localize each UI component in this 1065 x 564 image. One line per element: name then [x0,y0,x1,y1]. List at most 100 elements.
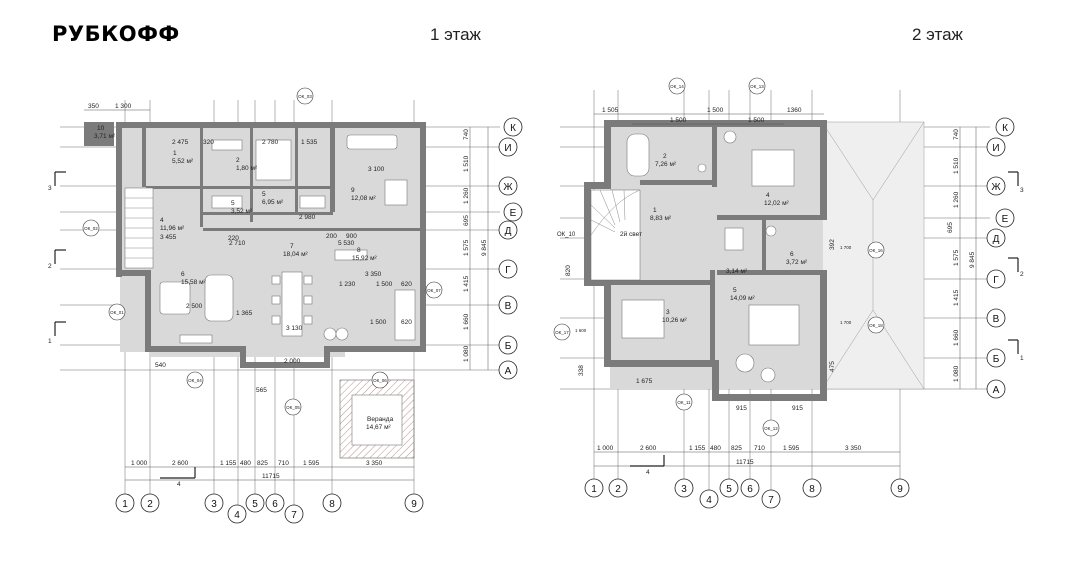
room-area: 12,08 м² [351,195,377,202]
svg-text:1 575: 1 575 [463,239,470,256]
floor2-axis-letters: К И Ж Е Д Г В Б А [986,117,1015,399]
svg-text:2: 2 [1020,271,1024,278]
svg-text:1 510: 1 510 [953,157,960,174]
svg-text:1 600: 1 600 [575,328,587,333]
svg-text:3 130: 3 130 [286,325,303,332]
svg-text:820: 820 [565,265,572,276]
svg-text:1 505: 1 505 [602,107,619,114]
room-area: 3,72 м² [786,259,808,266]
svg-text:565: 565 [256,387,267,394]
axis-bubble: В [993,314,1000,325]
svg-text:2 500: 2 500 [186,303,203,310]
svg-text:1 260: 1 260 [463,187,470,204]
svg-text:9 845: 9 845 [969,251,976,268]
svg-text:1 500: 1 500 [370,319,387,326]
axis-bubble: 5 [726,484,732,495]
axis-bubble: Ж [503,182,513,193]
svg-text:1 155: 1 155 [689,445,706,452]
svg-text:2 000: 2 000 [284,358,301,365]
axis-bubble: 4 [234,510,240,521]
room-area: 3,14 м² [726,268,748,275]
svg-text:200: 200 [326,233,337,240]
svg-text:1 080: 1 080 [953,365,960,382]
svg-text:1 415: 1 415 [953,289,960,306]
floor1-axis-numbers: 1 2 3 4 5 6 7 8 9 [115,493,424,524]
svg-text:ОК_18: ОК_18 [869,323,883,328]
floor1-plan: 1 5,52 м² 2 1,80 м² 4 11,96 м² 5 6,95 м²… [48,87,523,524]
floor2-room-labels: 1 8,83 м² 2 7,26 м² 3 10,26 м² 4 12,02 м… [650,153,808,324]
room-area: 3,52 м² [231,208,253,215]
svg-text:2 600: 2 600 [640,445,657,452]
svg-text:1 535: 1 535 [301,139,318,146]
svg-text:1 500: 1 500 [748,117,765,124]
axis-bubble: 2 [615,484,621,495]
svg-text:1 595: 1 595 [783,445,800,452]
svg-text:1 155: 1 155 [220,460,237,467]
floor2-section-marks: 3 2 1 4 [630,171,1024,476]
axis-bubble: Б [505,341,512,352]
svg-text:1 675: 1 675 [636,378,653,385]
svg-text:540: 540 [155,362,166,369]
axis-bubble: 5 [252,499,258,510]
svg-text:740: 740 [953,129,960,140]
axis-bubble: В [505,301,512,312]
floor2-stairs: 2й свет [590,189,642,281]
room-area: 3,71 м² [94,133,116,140]
svg-text:900: 900 [346,233,357,240]
svg-text:1 415: 1 415 [463,275,470,292]
axis-bubble: 9 [411,499,417,510]
floor1-internal-dims: 2 475 320 2 780 1 535 3 100 3 455 2 710 … [155,139,412,394]
floor1-bottom-dims: 1 000 2 600 1 155 480 825 710 1 595 3 35… [125,460,414,481]
svg-text:ОК_16: ОК_16 [869,248,883,253]
room-label: Веранда [367,416,394,423]
axis-bubble: 3 [681,484,687,495]
room-area: 7,26 м² [655,161,677,168]
room-label: 3 [666,309,670,316]
svg-text:1 000: 1 000 [131,460,148,467]
svg-text:1 500: 1 500 [707,107,724,114]
svg-text:825: 825 [257,460,268,467]
svg-text:3 350: 3 350 [365,271,382,278]
axis-bubble: 9 [897,484,903,495]
room-area: 12,02 м² [764,200,790,207]
svg-text:1 500: 1 500 [376,281,393,288]
axis-bubble: 4 [706,495,712,506]
svg-text:915: 915 [736,405,747,412]
floor1-stairs [124,187,154,269]
svg-text:4: 4 [646,469,650,476]
room-label: 10 [97,125,105,132]
axis-bubble: Ж [991,182,1001,193]
svg-text:3: 3 [48,185,52,192]
room-label: 8 [357,247,361,254]
svg-text:740: 740 [463,129,470,140]
svg-text:ОК_13: ОК_13 [750,84,764,89]
axis-bubble: Г [993,275,999,286]
axis-bubble: Д [993,234,1000,245]
floor1-section-marks: 3 2 1 4 [48,171,196,488]
svg-text:1 700: 1 700 [840,320,852,325]
floor1-right-dims: 740 1 510 1 260 695 1 575 1 415 1 660 1 … [463,127,489,370]
axis-bubble: 2 [147,499,153,510]
floor2-title: 2 этаж [912,25,963,44]
room-label: 5 [733,287,737,294]
svg-text:3: 3 [1020,187,1024,194]
room-label: 4 [160,217,164,224]
svg-text:392: 392 [829,239,836,250]
axis-bubble: 1 [122,499,128,510]
floor2-top-dims: 1 505 1 500 1360 1 500 1 500 [594,107,824,125]
svg-text:1 595: 1 595 [303,460,320,467]
svg-text:1 300: 1 300 [115,103,132,110]
axis-bubble: Б [993,354,1000,365]
svg-text:ОК_06: ОК_06 [373,378,387,383]
svg-text:2 780: 2 780 [262,139,279,146]
room-label: 5 [262,191,266,198]
svg-text:475: 475 [829,361,836,372]
svg-text:ОК_04: ОК_04 [188,378,202,383]
axis-bubble: Д [505,226,512,237]
svg-text:ОК_01: ОК_01 [110,310,124,315]
svg-text:620: 620 [401,319,412,326]
axis-bubble: К [510,123,516,134]
svg-text:3 350: 3 350 [845,445,862,452]
svg-text:ОК_11: ОК_11 [677,400,691,405]
